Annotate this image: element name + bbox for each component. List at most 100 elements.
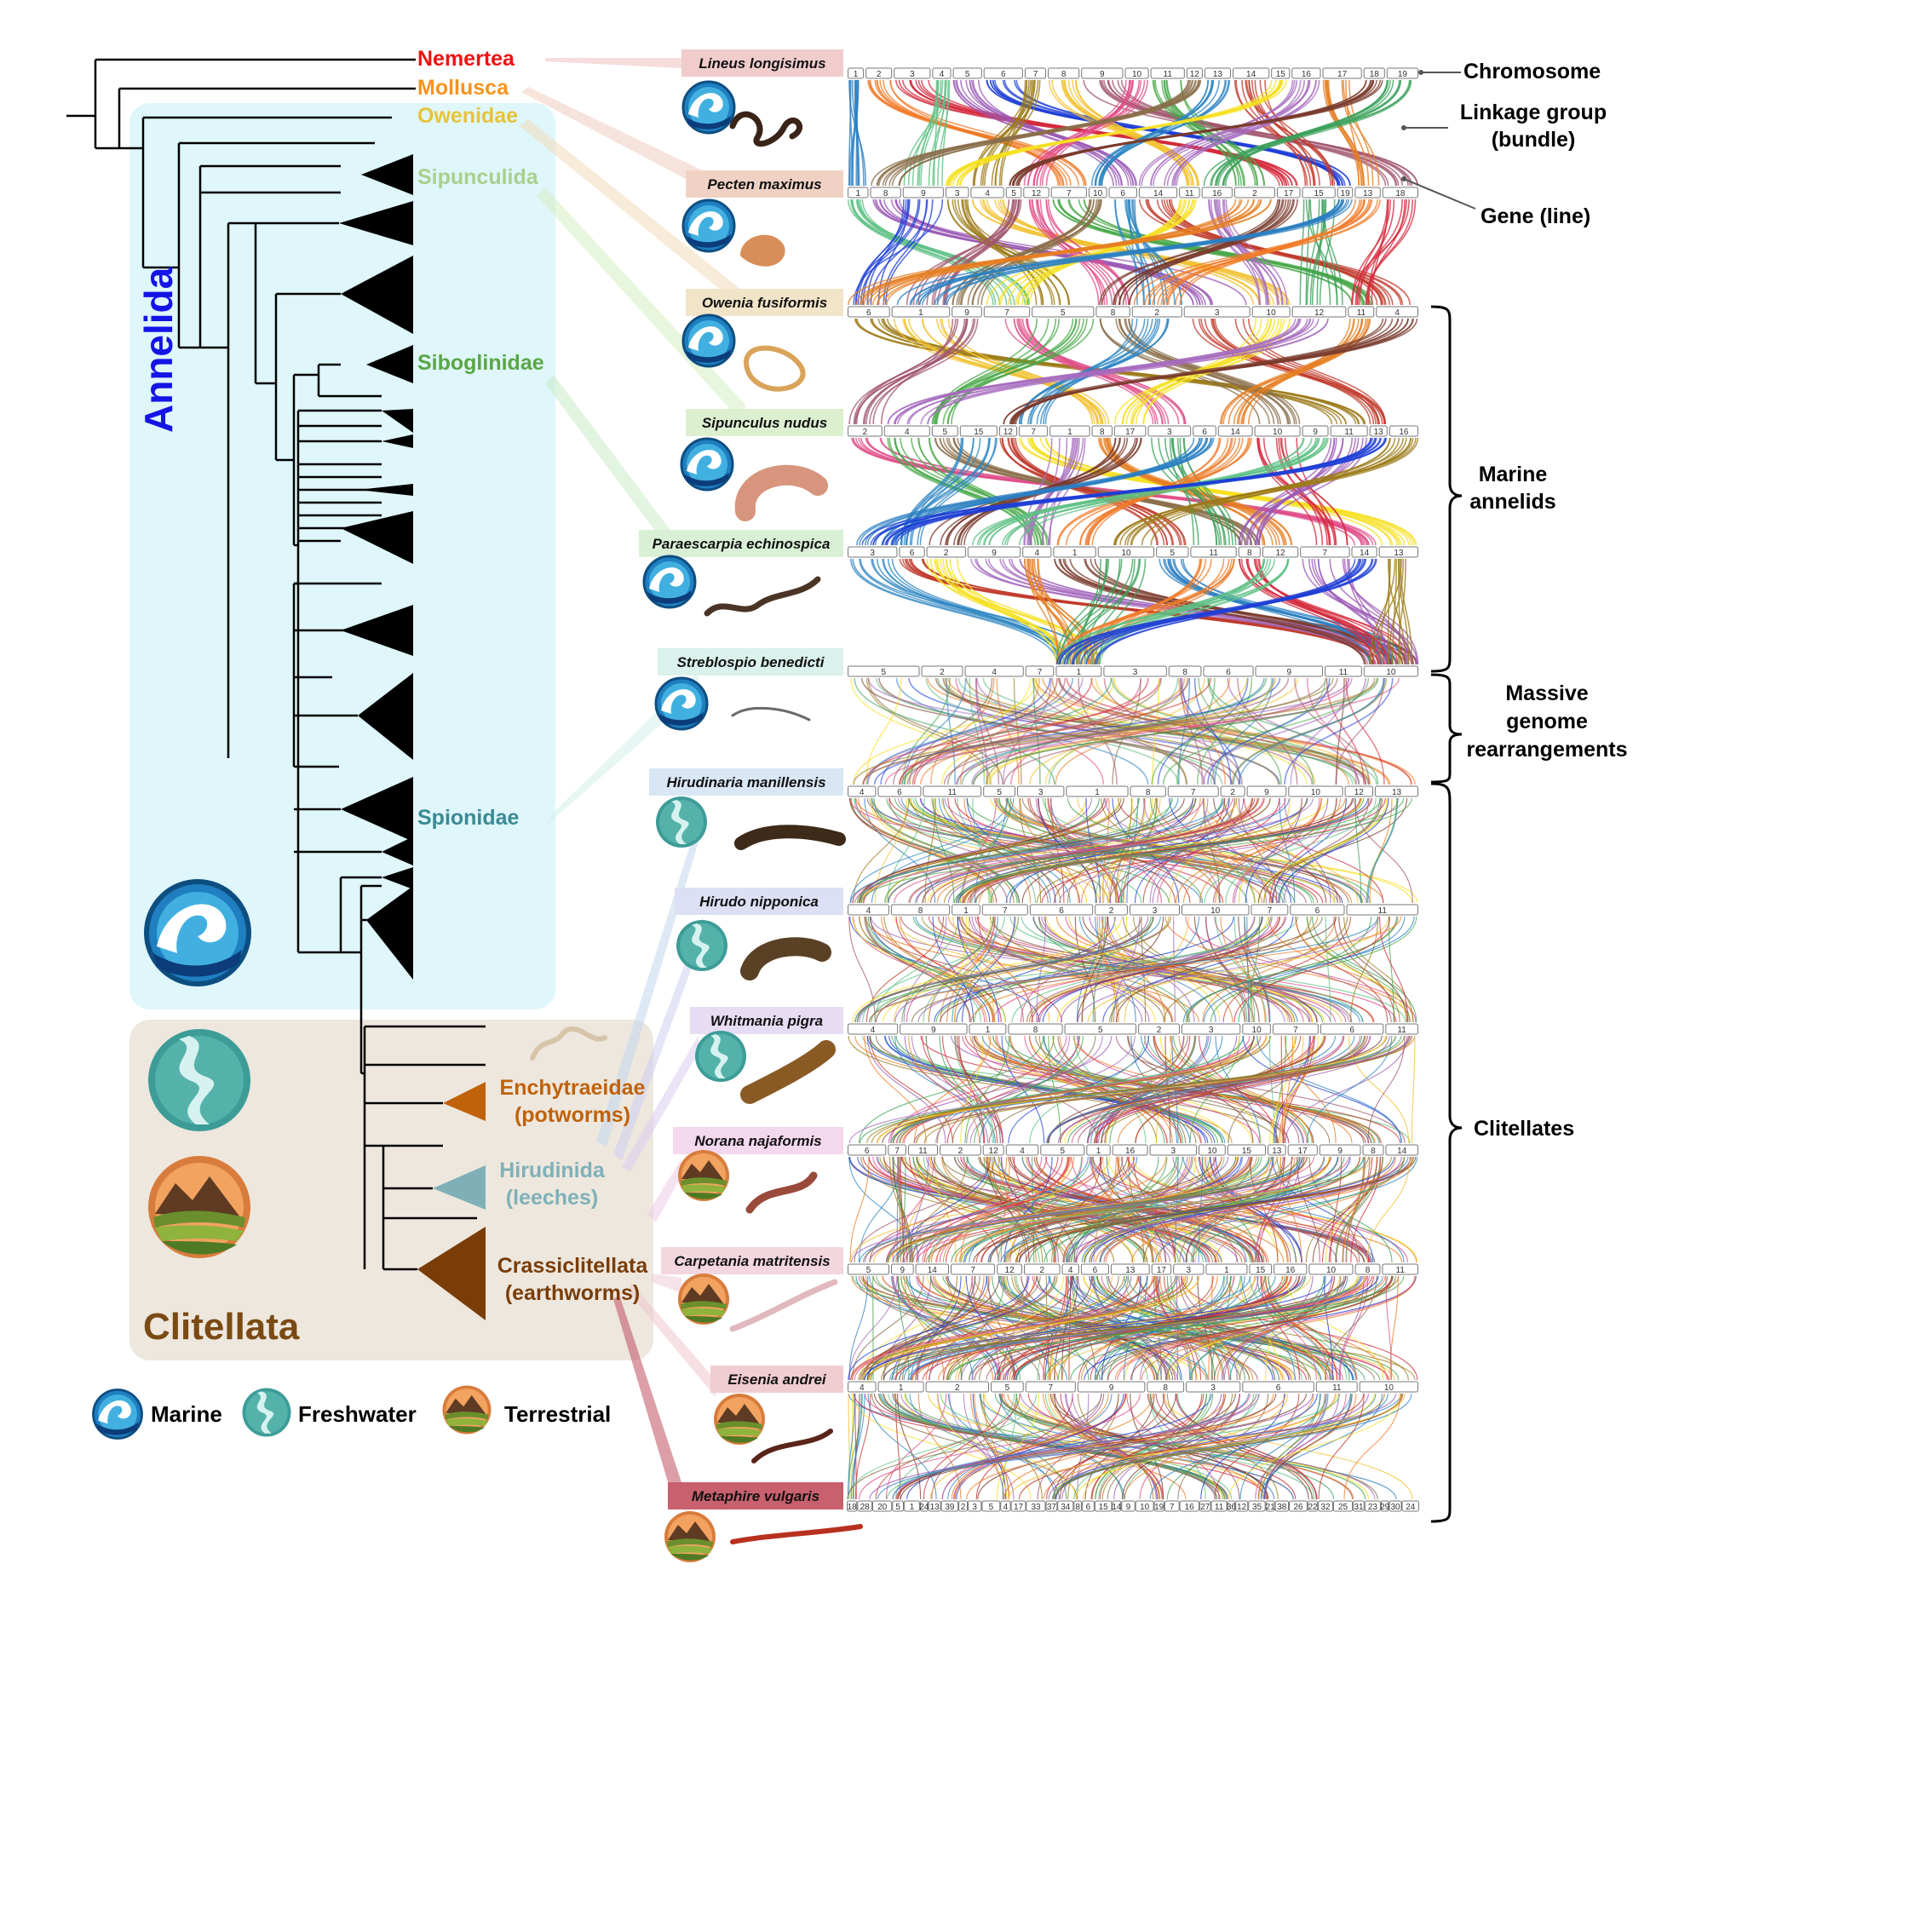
gene-link-line <box>1236 318 1364 425</box>
chromosome-box: 17 <box>1287 1144 1318 1156</box>
chromosome-label: 10 <box>1273 428 1283 437</box>
gene-link-line <box>897 1035 1245 1144</box>
chromosome-box: 13 <box>928 1500 941 1512</box>
chromosome-label: 1 <box>1224 1266 1229 1275</box>
gene-link-line <box>994 79 1036 187</box>
gene-link-line <box>848 79 852 187</box>
chromosome-label: 21 <box>1266 1503 1276 1512</box>
gene-link-line <box>915 797 1290 904</box>
gene-link-line <box>1109 797 1146 904</box>
chromosome-box: 7 <box>1251 904 1289 916</box>
chromosome-box: 23 <box>1364 1500 1381 1512</box>
chromosome-label: 17 <box>1337 70 1348 79</box>
gene-link-line <box>894 437 1037 546</box>
annotation-marine: Marine <box>1479 463 1548 486</box>
collapsed-clade-triangle <box>433 1165 486 1210</box>
label-enchytraeidae: Enchytraeidae <box>500 1076 646 1100</box>
gene-link-line <box>1043 1035 1191 1144</box>
gene-link-line <box>931 198 1010 306</box>
gene-link-line <box>1081 916 1104 1023</box>
chromosome-box: 6 <box>1193 425 1216 437</box>
gene-link-line <box>1163 916 1348 1023</box>
chromosome-label: 9 <box>1109 1383 1114 1393</box>
chromosome-label: 12 <box>1314 308 1325 318</box>
chromosome-box: 9 <box>1081 67 1124 79</box>
chromosome-box: 8 <box>1354 1263 1381 1275</box>
gene-link-line <box>868 916 1378 1023</box>
gene-link-line <box>935 318 1078 425</box>
gene-link-line <box>942 1156 1134 1263</box>
gene-link-line <box>942 198 1015 306</box>
chromosome-box: 2 <box>940 1144 981 1156</box>
gene-link-line <box>1222 916 1352 1023</box>
chromosome-label: 8 <box>1182 668 1187 677</box>
gene-link-line <box>1268 797 1337 904</box>
chromosome-box: 6 <box>877 785 922 797</box>
gene-link-line <box>881 916 994 1023</box>
gene-link-line <box>891 79 1190 187</box>
chromosome-box: 4 <box>848 1023 899 1035</box>
species-entry: Whitmania pigra <box>690 1007 843 1082</box>
chromosome-box: 1 <box>952 904 980 916</box>
clade-labels: Nemertea Mollusca Owenidae Sipunculida S… <box>136 47 648 1348</box>
gene-link-line <box>1077 1035 1368 1144</box>
chromosome-label: 9 <box>921 189 926 198</box>
chromosome-label: 19 <box>1398 70 1408 79</box>
gene-link-line <box>1037 558 1060 665</box>
chromosome-label: 17 <box>1284 189 1294 198</box>
gene-link-line <box>1101 79 1228 187</box>
gene-link-line <box>1351 198 1410 306</box>
chromosome-box: 18 <box>1363 67 1385 79</box>
gene-link-line <box>998 797 1248 904</box>
chromosome-box: 16 <box>1179 1500 1199 1512</box>
gene-link-line <box>1075 1393 1375 1500</box>
chromosome-box: 6 <box>1203 665 1254 677</box>
gene-link-line <box>1067 797 1371 904</box>
marine-icon <box>680 437 734 492</box>
species-entry: Carpetania matritensis <box>661 1247 843 1325</box>
chromosome-box: 2 <box>925 1381 989 1393</box>
chromosome-box: 29 <box>1380 1500 1390 1512</box>
gene-link-line <box>1056 558 1367 665</box>
chromosome-box: 8 <box>1238 546 1261 558</box>
gene-link-line <box>1059 797 1399 904</box>
chromosome-box: 6 <box>1029 904 1094 916</box>
gene-link-line <box>1325 916 1331 1023</box>
gene-link-line <box>1335 1156 1381 1263</box>
collapsed-clade-triangle <box>358 484 413 496</box>
gene-link-line <box>941 1035 998 1144</box>
gene-link-line <box>998 198 1196 306</box>
chromosome-label: 3 <box>1215 308 1220 318</box>
gene-link-line <box>906 916 994 1023</box>
gene-link-line <box>986 677 1277 785</box>
gene-link-line <box>1339 1275 1369 1381</box>
bracket-marine-annelids <box>1430 305 1463 673</box>
gene-link-line <box>1002 1393 1017 1500</box>
gene-link-line <box>1272 1035 1296 1144</box>
gene-link-line <box>913 1035 1410 1144</box>
chromosome-box: 7 <box>981 904 1028 916</box>
gene-link-line <box>877 1393 1402 1500</box>
chromosome-label: 7 <box>1049 1383 1054 1393</box>
gene-link-line <box>1397 558 1406 665</box>
chromosome-box: 7 <box>1050 187 1087 198</box>
chromosome-label: 2 <box>863 428 868 437</box>
gene-link-line <box>850 1393 865 1500</box>
gene-link-line <box>954 198 1070 306</box>
chromosome-label: 11 <box>1339 668 1348 677</box>
gene-link-line <box>1367 198 1406 306</box>
gene-link-line <box>1176 437 1217 546</box>
gene-link-line <box>1021 916 1363 1023</box>
chromosome-label: 14 <box>1153 189 1164 198</box>
gene-link-line <box>887 318 1299 425</box>
gene-link-line <box>958 916 1165 1023</box>
chromosome-box: 17 <box>1151 1263 1172 1275</box>
gene-link-line <box>1033 79 1135 187</box>
species-name: Carpetania matritensis <box>674 1253 830 1269</box>
chromosome-label: 2 <box>944 549 949 558</box>
organism-drawing <box>751 1429 833 1463</box>
chromosome-box: 2 <box>958 1500 968 1512</box>
chromosome-box: 4 <box>1022 546 1052 558</box>
collapsed-clade-triangle <box>417 1227 486 1320</box>
gene-link-line <box>1279 797 1381 904</box>
